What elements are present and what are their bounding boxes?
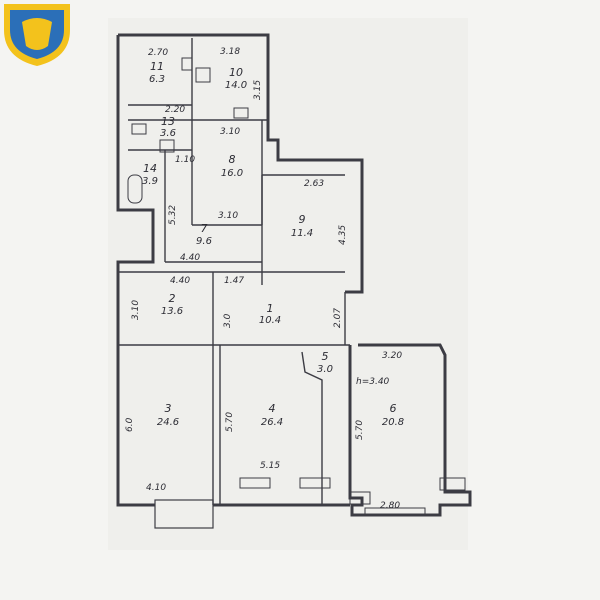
- dimension-label: 3.10: [131, 300, 141, 320]
- room-1-number: 1: [267, 302, 274, 315]
- room-13: 13 3.6: [160, 115, 176, 139]
- room-8-area: 16.0: [221, 168, 243, 179]
- dimension-label: 2.07: [333, 308, 343, 328]
- room-10-number: 10: [229, 66, 243, 79]
- room-10-area: 14.0: [225, 80, 247, 91]
- dimension-label: 4.40: [170, 276, 190, 286]
- room-14-area: 3.9: [142, 176, 158, 187]
- dimension-label: 5.15: [260, 461, 280, 471]
- room-1: 1 10.4: [259, 302, 281, 326]
- dimension-label: 2.20: [165, 105, 185, 115]
- dimension-label: 4.10: [146, 483, 166, 493]
- dimension-label: 3.10: [218, 211, 238, 221]
- dimension-label: 3.10: [220, 127, 240, 137]
- room-11-area: 6.3: [149, 74, 165, 85]
- room-13-number: 13: [161, 115, 175, 128]
- room-14-number: 14: [143, 162, 157, 175]
- room-4: 4 26.4: [261, 402, 283, 428]
- room-3-number: 3: [165, 402, 172, 415]
- room-3: 3 24.6: [157, 402, 179, 428]
- dimension-label: 3.15: [253, 80, 263, 100]
- room-5-number: 5: [322, 350, 329, 363]
- dimension-label: 1.47: [224, 276, 244, 286]
- room-14: 14 3.9: [142, 162, 158, 187]
- dimension-label: 2.80: [380, 501, 400, 511]
- room-2-area: 13.6: [161, 306, 183, 317]
- room-2-number: 2: [169, 292, 176, 305]
- room-5-area: 3.0: [317, 364, 333, 375]
- room-7: 7 9.6: [196, 222, 212, 247]
- room-11: 11 6.3: [149, 60, 165, 85]
- dimension-label: 5.32: [168, 205, 178, 225]
- dimension-label: h=3.40: [356, 377, 390, 387]
- room-7-area: 9.6: [196, 236, 212, 247]
- dimension-label: 2.70: [148, 48, 168, 58]
- shield-logo-icon: [4, 4, 70, 66]
- room-8-number: 8: [229, 153, 236, 166]
- dimension-label: 4.40: [180, 253, 200, 263]
- dimension-label: 5.70: [225, 412, 235, 432]
- room-10: 10 14.0: [225, 66, 247, 91]
- paper-sheet: [108, 18, 468, 550]
- dimension-label: 4.35: [338, 225, 348, 245]
- room-3-area: 24.6: [157, 417, 179, 428]
- dimension-label: 3.18: [220, 47, 240, 57]
- room-5: 5 3.0: [317, 350, 333, 375]
- dimension-label: 6.0: [125, 417, 135, 432]
- dimension-label: 3.20: [382, 351, 402, 361]
- room-13-area: 3.6: [160, 128, 176, 139]
- room-9-area: 11.4: [291, 228, 313, 239]
- room-9: 9 11.4: [291, 213, 313, 239]
- room-1-area: 10.4: [259, 315, 281, 326]
- dimension-label: 3.0: [223, 313, 233, 328]
- room-2: 2 13.6: [161, 292, 183, 317]
- dimension-label: 2.63: [304, 179, 324, 189]
- room-4-area: 26.4: [261, 417, 283, 428]
- room-6: 6 20.8: [382, 402, 404, 428]
- room-7-number: 7: [201, 222, 208, 235]
- dimension-label: 1.10: [175, 155, 195, 165]
- room-6-number: 6: [390, 402, 397, 415]
- room-8: 8 16.0: [221, 153, 243, 179]
- walls: [116, 33, 472, 529]
- room-4-number: 4: [269, 402, 276, 415]
- dimension-label: 5.70: [355, 420, 365, 440]
- room-11-number: 11: [150, 60, 164, 73]
- dimension-labels: 2.70 3.18 3.15 2.20 3.10 1.10 5.32 3.10 …: [125, 47, 402, 511]
- room-9-number: 9: [299, 213, 306, 226]
- room-6-area: 20.8: [382, 417, 404, 428]
